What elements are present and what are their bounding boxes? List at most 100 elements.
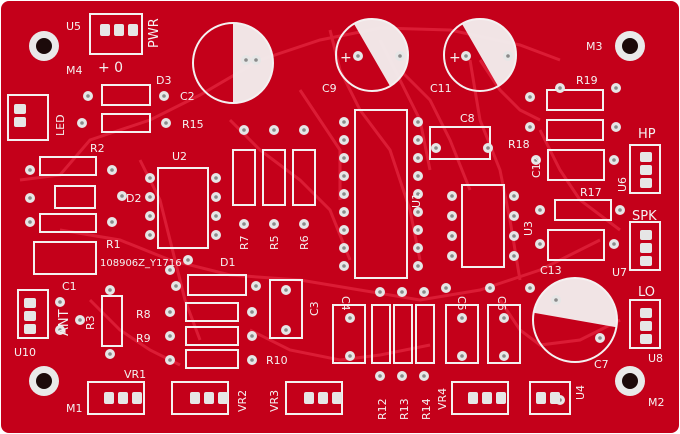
connector-pad — [640, 256, 652, 266]
pad-drill — [242, 222, 246, 226]
pad-drill — [614, 125, 618, 129]
label-c1: C1 — [62, 280, 77, 293]
pad-drill — [416, 228, 420, 232]
mounting-holes — [29, 31, 645, 396]
pad-drill — [512, 234, 516, 238]
pad-drill — [614, 86, 618, 90]
outline-r9 — [185, 326, 239, 346]
pad-drill — [148, 233, 152, 237]
label-u7: U7 — [612, 266, 627, 279]
outline-r19 — [546, 89, 604, 111]
pad-drill — [342, 138, 346, 142]
pad-drill — [250, 310, 254, 314]
pad-drill — [28, 220, 32, 224]
label-c11: C11 — [430, 82, 452, 95]
connector-pad — [640, 308, 652, 318]
outline-r2 — [39, 156, 97, 176]
outline-r17 — [554, 199, 612, 221]
label-r12: R12 — [376, 398, 389, 420]
pad-drill — [416, 246, 420, 250]
connector-pad — [318, 392, 328, 404]
pad-drill — [186, 258, 190, 262]
pad-drill — [148, 214, 152, 218]
label-u1: U1 — [410, 193, 423, 208]
outline-c8 — [429, 126, 491, 160]
silkscreen-labels: U5 PWR + 0 M4 D3 C2 C9 C11 M3 LED R15 R1… — [14, 18, 665, 420]
outline-u6 — [629, 144, 661, 194]
label-c4: C4 — [339, 296, 352, 311]
pad-drill — [528, 125, 532, 129]
pad-drill — [342, 246, 346, 250]
connector-pad — [100, 24, 110, 36]
label-r18: R18 — [508, 138, 530, 151]
pad-drill — [554, 298, 558, 302]
connector-pad — [14, 117, 26, 127]
pad-drill — [58, 300, 62, 304]
cap-polarity-shading — [233, 19, 617, 328]
label-d3: D3 — [156, 74, 171, 87]
pad-drill — [512, 194, 516, 198]
pad-drill — [58, 328, 62, 332]
pads — [14, 24, 652, 405]
pad-drill — [342, 228, 346, 232]
label-spk: SPK — [632, 209, 657, 224]
pad-drill — [400, 290, 404, 294]
pad-drill — [342, 264, 346, 268]
label-u10: U10 — [14, 346, 36, 359]
outline-c13 — [547, 229, 605, 261]
label-r1: R1 — [106, 238, 121, 251]
connector-pad — [190, 392, 200, 404]
pad-drill — [28, 196, 32, 200]
connector-pad — [132, 392, 142, 404]
pad-drill — [400, 374, 404, 378]
pad-drill — [164, 121, 168, 125]
outline-r14 — [415, 304, 435, 364]
label-plus-c2: + — [202, 59, 215, 78]
pad-drill — [348, 354, 352, 358]
outline-u5 — [89, 13, 143, 55]
label-c9: C9 — [322, 82, 337, 95]
mount-hole-m1-drill — [36, 373, 52, 389]
outline-r1 — [33, 241, 97, 275]
pad-drill — [86, 94, 90, 98]
pad-drill — [356, 54, 360, 58]
outline-r-left — [39, 213, 97, 233]
pad-drill — [444, 286, 448, 290]
pad-drill — [506, 54, 510, 58]
label-r8: R8 — [136, 308, 151, 321]
pad-drill — [378, 374, 382, 378]
pad-drill — [488, 286, 492, 290]
pad-drill — [348, 316, 352, 320]
label-r10: R10 — [266, 354, 288, 367]
outline-ant — [17, 289, 49, 339]
mount-hole-m3-drill — [622, 38, 638, 54]
pad-drill — [450, 254, 454, 258]
outline-c12 — [547, 149, 605, 181]
pad-drill — [378, 290, 382, 294]
outline-u1 — [354, 109, 408, 279]
label-date-code: 108906Z_Y1716 — [100, 258, 182, 269]
label-m4: M4 — [66, 64, 83, 77]
pad-drill — [120, 194, 124, 198]
pad-drill — [416, 138, 420, 142]
pad-drill — [284, 328, 288, 332]
label-led: LED — [54, 114, 67, 136]
pad-drill — [162, 94, 166, 98]
label-c12: C12 — [530, 156, 543, 178]
label-plus-c7: + — [566, 344, 578, 360]
pad-drill — [214, 233, 218, 237]
label-c6: C6 — [495, 296, 508, 311]
connector-pad — [128, 24, 138, 36]
label-c8: C8 — [460, 112, 475, 125]
connector-pad — [304, 392, 314, 404]
pad-drill — [242, 128, 246, 132]
outline-led — [7, 94, 49, 141]
connector-pad — [468, 392, 478, 404]
label-u2: U2 — [172, 150, 187, 163]
pad-drill — [460, 316, 464, 320]
pad-drill — [460, 354, 464, 358]
pad-drill — [78, 318, 82, 322]
connector-pad — [640, 230, 652, 240]
connector-pad — [640, 152, 652, 162]
outline-r18 — [546, 119, 604, 141]
